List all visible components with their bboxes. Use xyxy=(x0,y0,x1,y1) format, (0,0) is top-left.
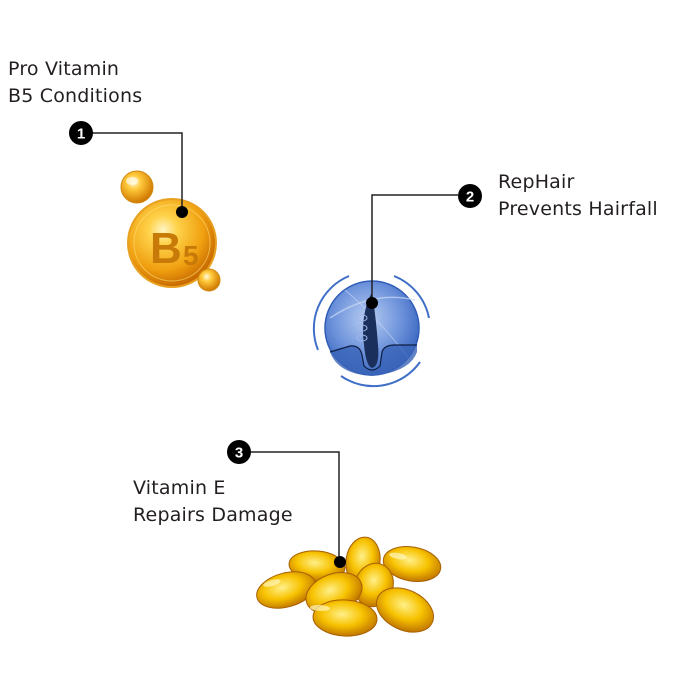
hair-follicle-globe-icon xyxy=(312,275,430,388)
callout-1-badge: 1 xyxy=(69,121,93,145)
svg-text:1: 1 xyxy=(77,126,85,143)
callout-2-badge: 2 xyxy=(458,184,482,208)
callout-2-label: RepHair Prevents Hairfall xyxy=(498,169,658,223)
callout-3-subtitle: Repairs Damage xyxy=(133,504,293,526)
callout-2-title: RepHair xyxy=(498,171,575,193)
svg-text:2: 2 xyxy=(466,189,474,206)
callout-1-label: Pro Vitamin B5 Conditions xyxy=(8,56,142,110)
callout-3-badge: 3 xyxy=(227,440,251,464)
callout-2-connector xyxy=(366,194,458,309)
callout-3-title: Vitamin E xyxy=(133,477,226,499)
callout-3-label: Vitamin E Repairs Damage xyxy=(133,475,293,529)
callout-3-connector xyxy=(251,451,346,568)
b5-digit: 5 xyxy=(183,240,199,271)
vitamin-e-capsules-icon xyxy=(256,536,442,637)
callout-1-title: Pro Vitamin xyxy=(8,58,120,80)
callout-1-connector xyxy=(92,132,188,218)
callout-1-subtitle: B5 Conditions xyxy=(8,85,143,107)
callout-2-subtitle: Prevents Hairfall xyxy=(498,198,658,220)
vitamin-b5-sphere-icon: B 5 xyxy=(120,170,221,292)
b5-letter: B xyxy=(150,224,182,273)
svg-text:3: 3 xyxy=(235,445,243,462)
